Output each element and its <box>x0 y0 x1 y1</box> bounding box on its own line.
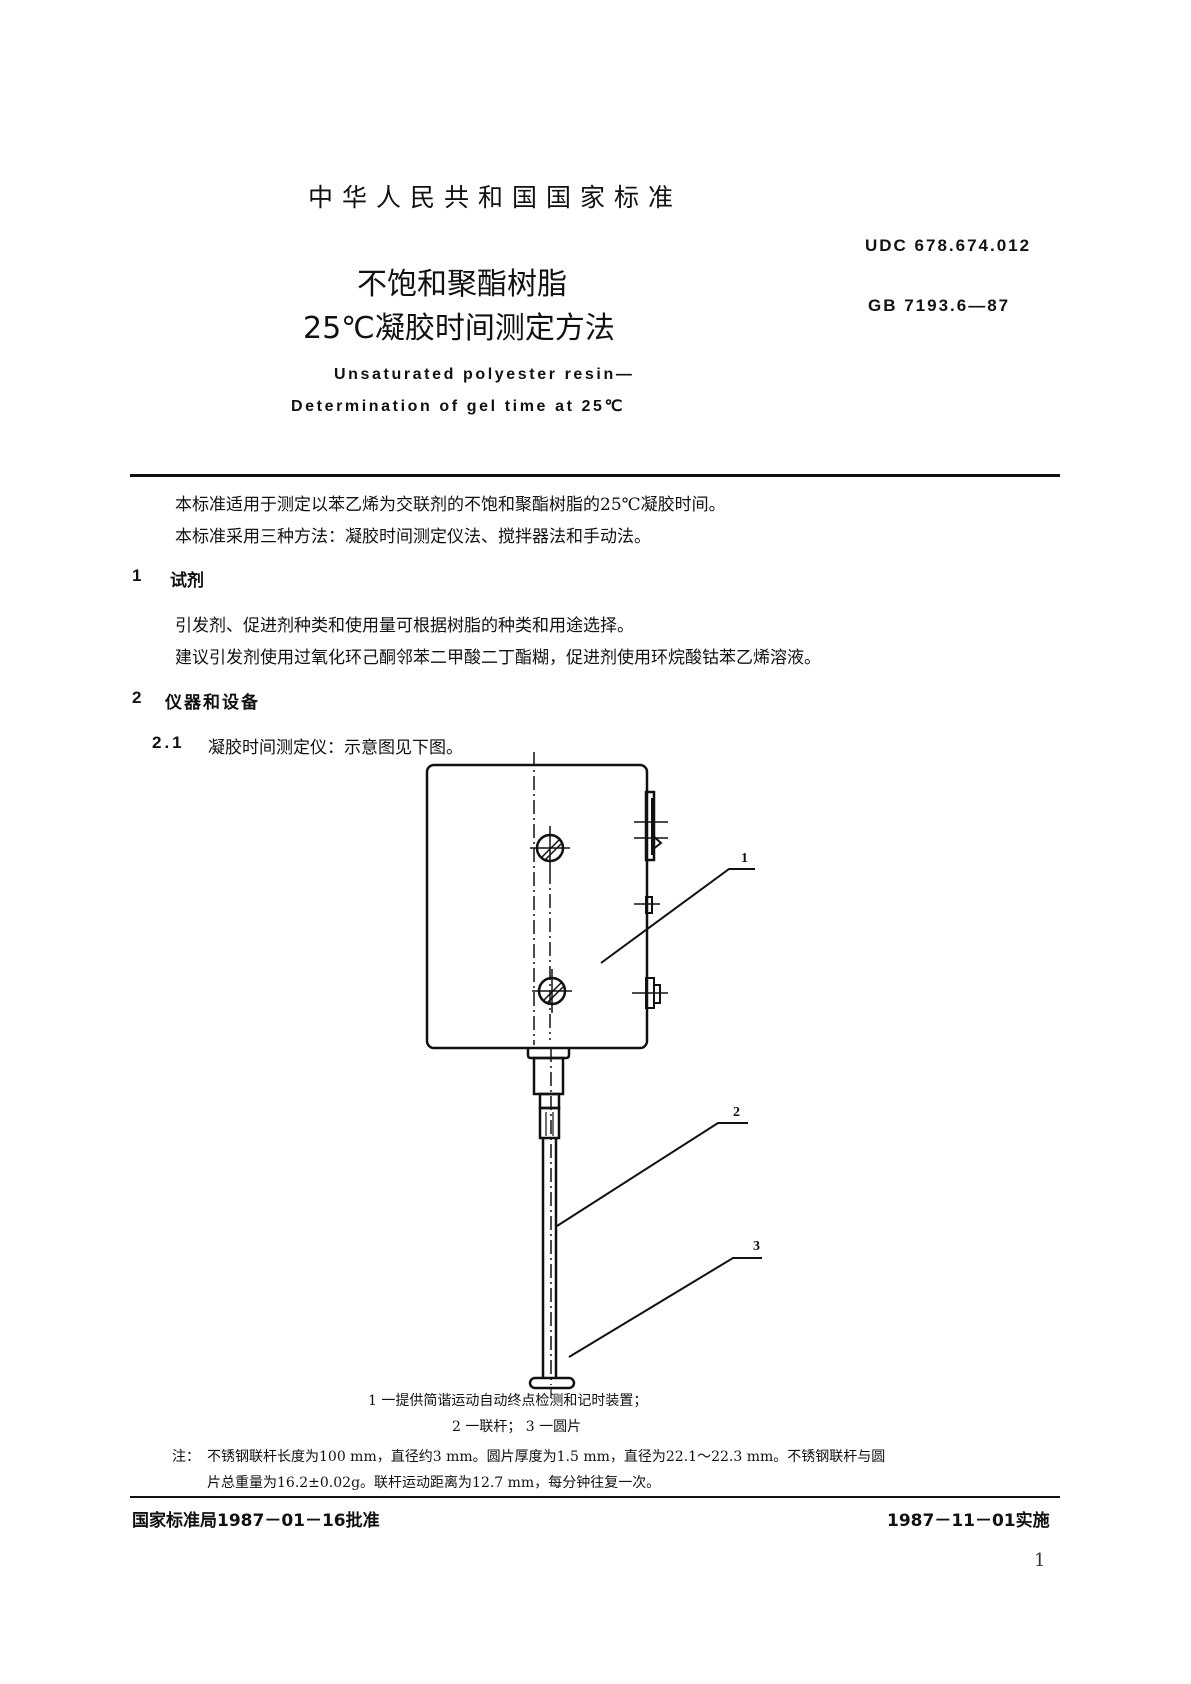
national-standard-heading: 中华人民共和国国家标准 <box>308 183 683 212</box>
leader-line-2 <box>556 1122 748 1227</box>
title-cn-line1: 不饱和聚酯树脂 <box>357 267 567 302</box>
footer-divider <box>130 1496 1060 1498</box>
note-label: 注： <box>172 1449 200 1465</box>
section-1-title: 试剂 <box>170 571 204 591</box>
section-1-paragraph-1: 引发剂、促进剂种类和使用量可根据树脂的种类和用途选择。 <box>175 616 634 636</box>
subsection-2-1-number: 2.1 <box>152 733 185 752</box>
subsection-2-1-text: 凝胶时间测定仪：示意图见下图。 <box>208 738 463 758</box>
section-2-number: 2 <box>132 688 142 707</box>
leader-line-3 <box>568 1257 762 1358</box>
section-1-paragraph-2: 建议引发剂使用过氧化环己酮邻苯二甲酸二丁酯糊，促进剂使用环烷酸钴苯乙烯溶液。 <box>175 648 821 668</box>
callout-2: 2 <box>733 1105 740 1120</box>
instrument-housing <box>425 763 649 1050</box>
title-en-line2: Determination of gel time at 25℃ <box>291 398 626 415</box>
callout-1: 1 <box>741 851 748 866</box>
intro-paragraph-2: 本标准采用三种方法：凝胶时间测定仪法、搅拌器法和手动法。 <box>175 527 651 547</box>
note-line2: 片总重量为16.2±0.02g。联杆运动距离为12.7 mm，每分钟往复一次。 <box>207 1475 661 1491</box>
intro-paragraph-1: 本标准适用于测定以苯乙烯为交联剂的不饱和聚酯树脂的25℃凝胶时间。 <box>175 495 726 515</box>
callout-3: 3 <box>753 1239 760 1254</box>
note-line1: 不锈钢联杆长度为100 mm，直径约3 mm。圆片厚度为1.5 mm，直径为22… <box>207 1449 886 1465</box>
udc-code: UDC 678.674.012 <box>865 236 1032 255</box>
header-divider <box>130 474 1060 477</box>
title-en-line1: Unsaturated polyester resin— <box>334 366 635 383</box>
page-number: 1 <box>1034 1550 1046 1571</box>
gb-standard-code: GB 7193.6—87 <box>868 296 1011 315</box>
section-1-number: 1 <box>132 566 142 585</box>
effective-date: 1987－11－01实施 <box>887 1511 1050 1531</box>
figure-legend-line2: 2 一联杆； 3 一圆片 <box>452 1419 582 1435</box>
title-cn-line2: 25℃凝胶时间测定方法 <box>303 311 615 346</box>
leader-line-1 <box>600 868 755 964</box>
figure-legend-line1: 1 一提供简谐运动自动终点检测和记时装置； <box>368 1393 648 1409</box>
approval-date: 国家标准局1987－01－16批准 <box>132 1511 380 1531</box>
section-2-title: 仪器和设备 <box>165 693 260 713</box>
